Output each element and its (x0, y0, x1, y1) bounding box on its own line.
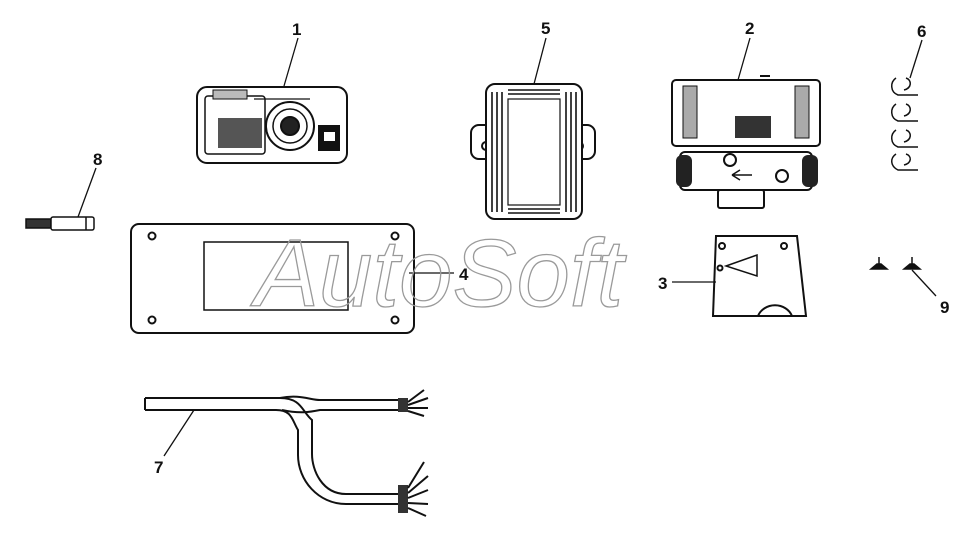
part-1-control-panel (196, 86, 348, 164)
part-9-screws (868, 257, 923, 270)
callout-4: 4 (459, 265, 469, 284)
watermark: AutoSoft (250, 220, 627, 327)
part-6-clips (891, 77, 918, 171)
callout-3: 3 (658, 274, 667, 293)
callout-9: 9 (940, 298, 949, 317)
part-4-mounting-plate (130, 223, 415, 334)
callout-2: 2 (745, 19, 754, 38)
callout-8: 8 (93, 150, 102, 169)
callout-1: 1 (292, 20, 301, 39)
part-3-bracket (711, 235, 808, 317)
part-7-wiring-harness (144, 389, 429, 517)
part-5-finned-housing (470, 83, 596, 220)
leader-lines (77, 37, 937, 457)
callout-5: 5 (541, 19, 550, 38)
part-2-valve-assembly (671, 75, 821, 209)
callout-6: 6 (917, 22, 926, 41)
callout-7: 7 (154, 458, 163, 477)
part-8-bolt (25, 216, 95, 231)
